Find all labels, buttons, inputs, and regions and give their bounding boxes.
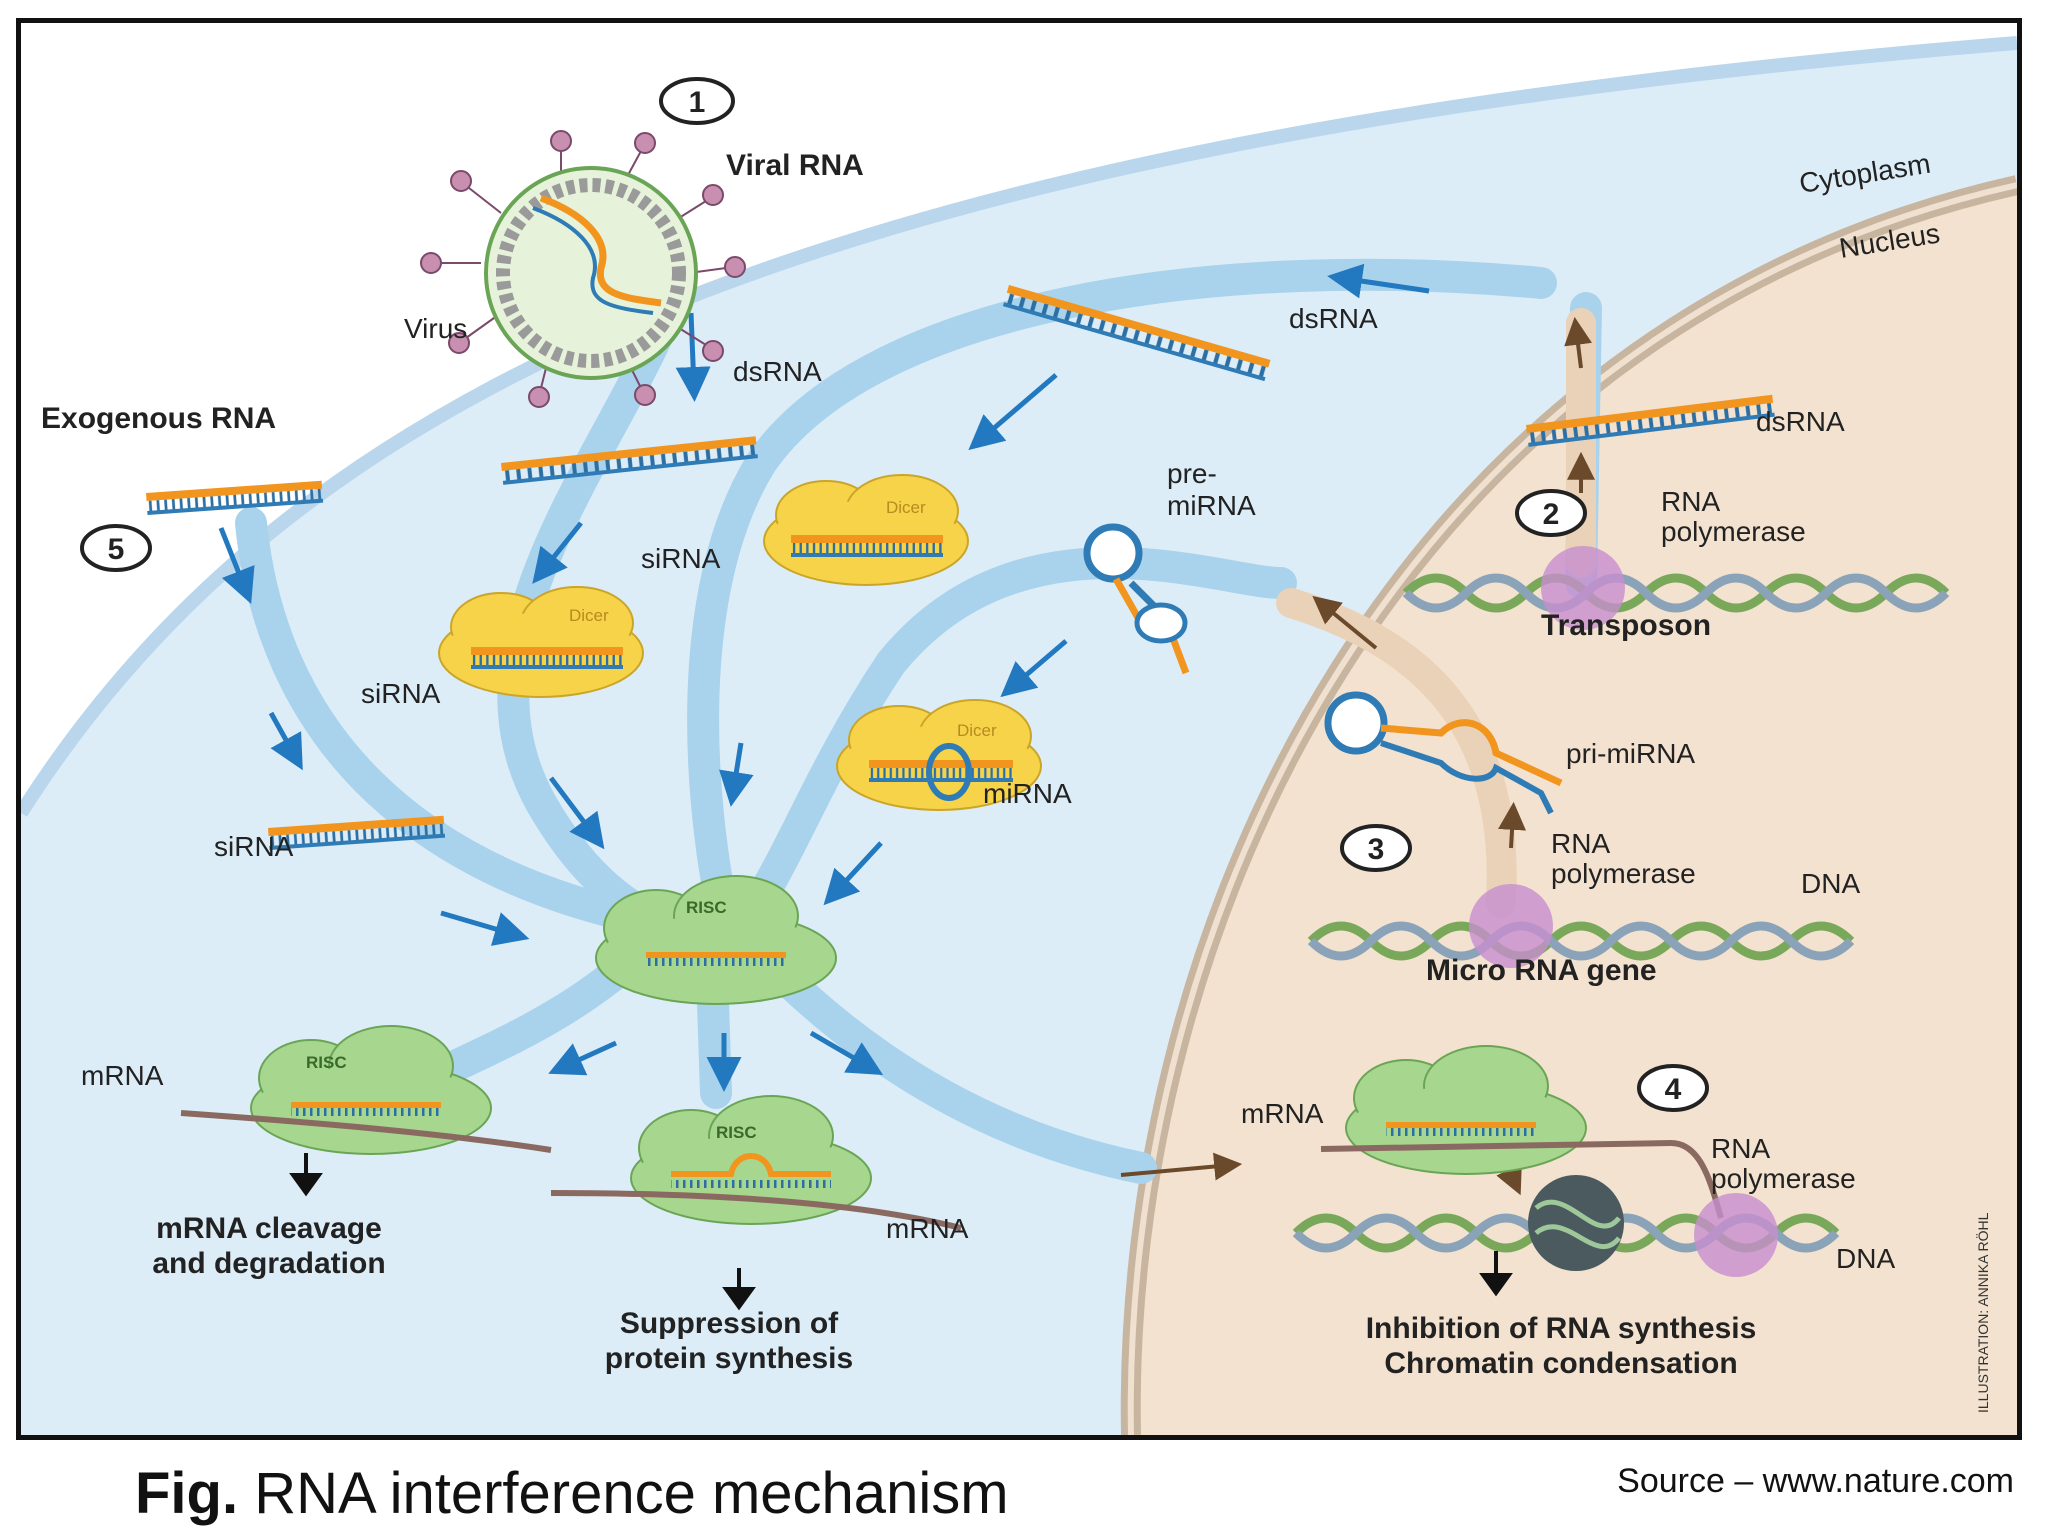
pri-mirna-label: pri-miRNA xyxy=(1566,738,1695,769)
rna-polymerase-label: RNA xyxy=(1661,486,1720,517)
svg-text:RISC: RISC xyxy=(716,1123,757,1142)
caption-text: RNA interference mechanism xyxy=(238,1461,1009,1526)
rnai-diagram: Dicer Dicer Dicer RISC RISC RISC xyxy=(21,23,2017,1435)
rna-polymerase xyxy=(1469,884,1553,968)
svg-text:RISC: RISC xyxy=(306,1053,347,1072)
dicer-complex: Dicer xyxy=(763,474,969,586)
chromatin-nucleosome xyxy=(1528,1175,1624,1271)
outcome-suppression-label: protein synthesis xyxy=(605,1342,853,1375)
dna-label: DNA xyxy=(1836,1243,1895,1274)
outcome-arrows xyxy=(289,1153,1513,1311)
rna-polymerase-label: polymerase xyxy=(1711,1163,1856,1194)
dna-label: DNA xyxy=(1801,868,1860,899)
rna-polymerase xyxy=(1694,1193,1778,1277)
step-circle-5: 5 xyxy=(80,524,152,572)
rna-polymerase-label: RNA xyxy=(1711,1133,1770,1164)
sirna-label: siRNA xyxy=(641,543,721,574)
dsrna-label: dsRNA xyxy=(1289,303,1378,334)
sirna-label: siRNA xyxy=(214,831,294,862)
outcome-inhibition-label: Chromatin condensation xyxy=(1384,1347,1737,1380)
diagram-frame: Dicer Dicer Dicer RISC RISC RISC xyxy=(16,18,2022,1440)
outcome-inhibition-label: Inhibition of RNA synthesis xyxy=(1366,1312,1757,1345)
mrna-label: mRNA xyxy=(1241,1098,1324,1129)
dsrna-label: dsRNA xyxy=(1756,406,1845,437)
dicer-complex: Dicer xyxy=(836,699,1042,811)
outcome-cleavage-label: mRNA cleavage xyxy=(156,1212,382,1245)
source-credit: Source – www.nature.com xyxy=(1617,1462,2014,1500)
outcome-suppression-label: Suppression of xyxy=(620,1307,839,1340)
svg-text:3: 3 xyxy=(1368,833,1385,866)
step-circle-2: 2 xyxy=(1515,489,1587,537)
fig-label: Fig. xyxy=(135,1461,239,1526)
rna-polymerase-label: polymerase xyxy=(1551,858,1696,889)
svg-text:Dicer: Dicer xyxy=(569,606,609,625)
risc-complex: RISC xyxy=(630,1095,872,1225)
step-circle-3: 3 xyxy=(1340,824,1412,872)
virus-label: Virus xyxy=(404,313,467,344)
rna-polymerase-label: RNA xyxy=(1551,828,1610,859)
svg-text:1: 1 xyxy=(689,86,706,119)
pri-mirna-hairpin xyxy=(1324,691,1563,815)
svg-text:RISC: RISC xyxy=(686,898,727,917)
rna-polymerase-label: polymerase xyxy=(1661,516,1806,547)
dsrna-label: dsRNA xyxy=(733,356,822,387)
mrna-label: mRNA xyxy=(886,1213,969,1244)
step-circle-4: 4 xyxy=(1637,1064,1709,1112)
sirna-label: siRNA xyxy=(361,678,441,709)
rna-polymerase xyxy=(1541,546,1625,630)
flow-arrows xyxy=(218,263,1430,1092)
pre-mirna-label: pre- xyxy=(1167,458,1217,489)
svg-text:Dicer: Dicer xyxy=(886,498,926,517)
exogenous-rna-label: Exogenous RNA xyxy=(41,402,276,435)
mrna-label: mRNA xyxy=(81,1060,164,1091)
virus xyxy=(420,130,746,408)
svg-text:Dicer: Dicer xyxy=(957,721,997,740)
transposon-label: Transposon xyxy=(1541,609,1711,642)
viral-rna-label: Viral RNA xyxy=(726,149,864,182)
pre-mirna-hairpin xyxy=(1083,523,1190,675)
dicer-complex: Dicer xyxy=(438,586,644,698)
step-circle-1: 1 xyxy=(659,77,735,125)
risc-complex: RISC xyxy=(250,1025,492,1155)
outcome-cleavage-label: and degradation xyxy=(152,1247,385,1280)
svg-text:4: 4 xyxy=(1665,1073,1682,1106)
mirna-label: miRNA xyxy=(983,778,1072,809)
risc-complex xyxy=(1345,1045,1587,1175)
svg-text:2: 2 xyxy=(1543,498,1560,531)
svg-text:5: 5 xyxy=(108,533,125,566)
micro-rna-gene-label: Micro RNA gene xyxy=(1426,954,1657,987)
figure-caption: Fig. RNA interference mechanism xyxy=(135,1460,1009,1527)
illustration-credit: ILLUSTRATION: ANNIKA RÖHL xyxy=(1974,1212,1991,1413)
pre-mirna-label: miRNA xyxy=(1167,490,1256,521)
risc-complex: RISC xyxy=(595,875,837,1005)
